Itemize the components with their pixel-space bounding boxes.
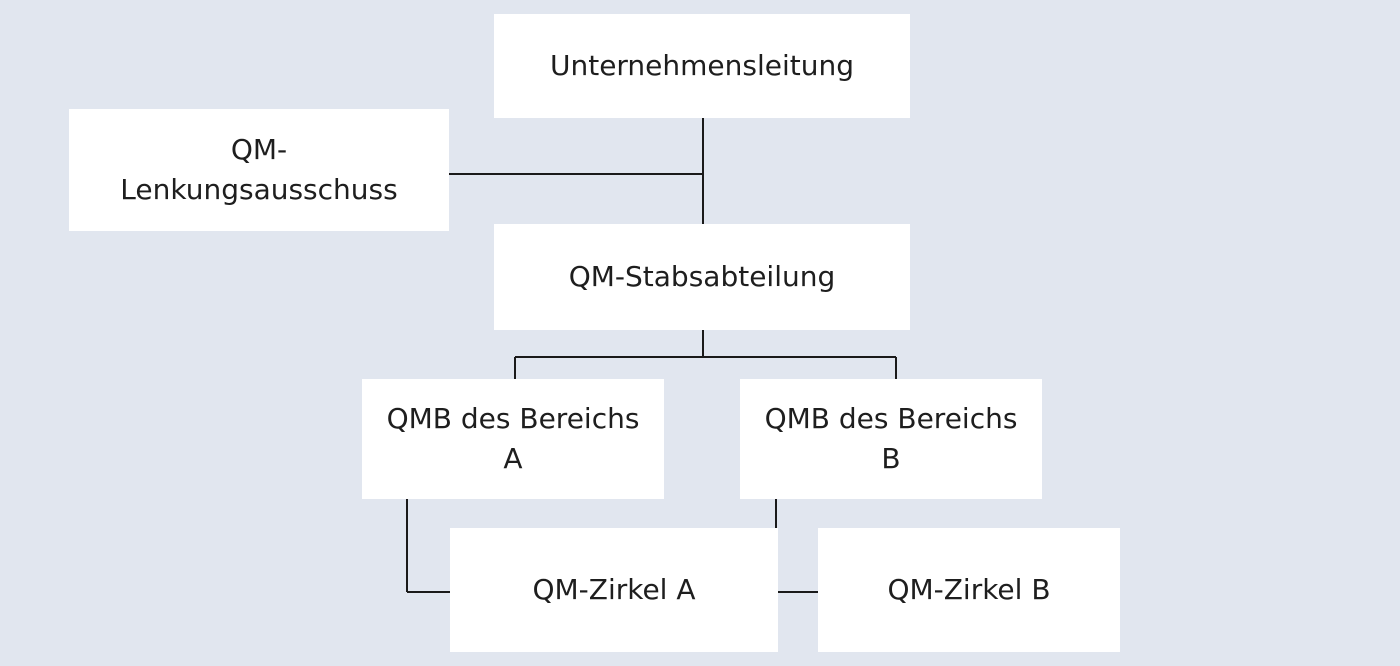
node-qmb-bereich-b: QMB des Bereichs B	[740, 379, 1042, 499]
node-qm-zirkel-b: QM-Zirkel B	[818, 528, 1120, 652]
node-qm-zirkel-a: QM-Zirkel A	[450, 528, 778, 652]
node-label: QM-Stabsabteilung	[568, 260, 836, 293]
node-label: QM-Lenkungsausschuss	[120, 133, 398, 206]
node-label: QMB des Bereichs B	[764, 402, 1018, 475]
node-label: QM-Zirkel A	[532, 573, 696, 606]
node-unternehmensleitung: Unternehmensleitung	[494, 14, 910, 118]
node-qmb-bereich-a: QMB des Bereichs A	[362, 379, 664, 499]
node-label: Unternehmensleitung	[549, 49, 855, 82]
node-qm-lenkungsausschuss: QM-Lenkungsausschuss	[69, 109, 449, 231]
node-label: QM-Zirkel B	[887, 573, 1051, 606]
node-label: QMB des Bereichs A	[386, 402, 640, 475]
node-qm-stabsabteilung: QM-Stabsabteilung	[494, 224, 910, 330]
